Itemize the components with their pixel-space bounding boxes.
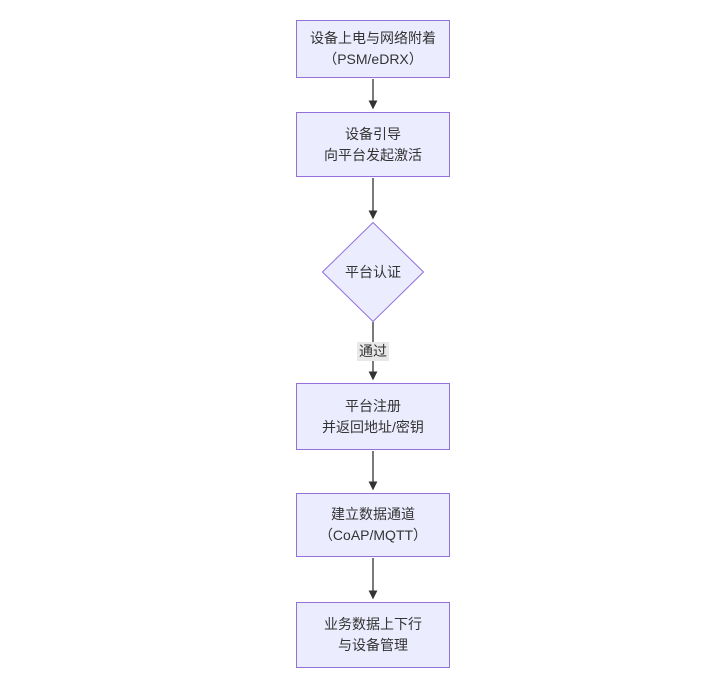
node-data-channel: 建立数据通道 （CoAP/MQTT） xyxy=(296,493,450,557)
node-data-channel-label: 建立数据通道 （CoAP/MQTT） xyxy=(318,506,428,543)
node-platform-auth: 平台认证 xyxy=(322,222,424,322)
edge-label-pass: 通过 xyxy=(357,342,389,361)
node-business-data: 业务数据上下行 与设备管理 xyxy=(296,602,450,668)
node-business-data-label: 业务数据上下行 与设备管理 xyxy=(324,616,422,653)
diamond-shape-icon xyxy=(322,222,424,322)
node-platform-auth-label: 平台认证 xyxy=(345,264,401,280)
node-bootstrap-label: 设备引导 向平台发起激活 xyxy=(324,125,422,163)
node-power-attach-label: 设备上电与网络附着 （PSM/eDRX） xyxy=(310,30,436,67)
node-platform-register: 平台注册 并返回地址/密钥 xyxy=(296,383,450,450)
node-power-attach: 设备上电与网络附着 （PSM/eDRX） xyxy=(296,20,450,78)
node-bootstrap: 设备引导 向平台发起激活 xyxy=(296,112,450,177)
node-platform-register-label: 平台注册 并返回地址/密钥 xyxy=(322,397,424,435)
